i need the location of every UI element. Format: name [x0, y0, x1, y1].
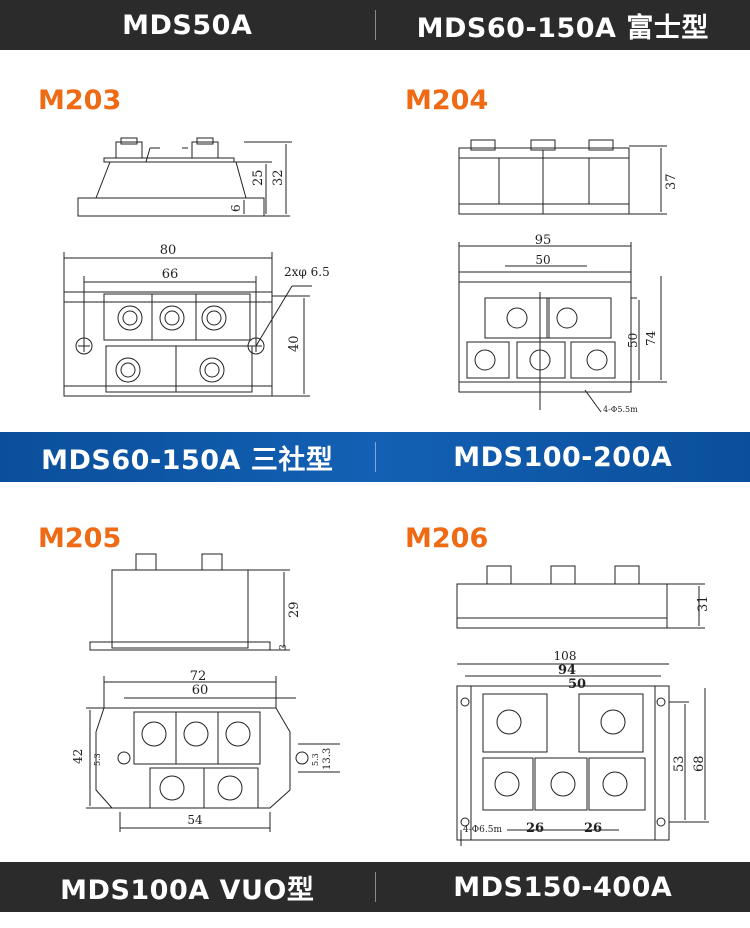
dim-m206-26a: 26: [526, 821, 544, 836]
header-label-mds100-200a: MDS100-200A: [453, 441, 673, 473]
dim-m206-50: 50: [568, 677, 586, 692]
dim-m205-5-3: 5.3: [93, 753, 102, 766]
dim-m205-42: 42: [71, 749, 85, 764]
dim-m206-53: 53: [672, 755, 687, 772]
dim-m203-66: 66: [162, 267, 179, 282]
header-divider: [374, 872, 376, 902]
header-label-mds60-150a-sansha: MDS60-150A 三社型: [41, 444, 334, 476]
dim-m205-29: 29: [287, 601, 302, 618]
dim-m205-5-3b: 5.3: [311, 753, 320, 766]
header-label-mds60-150a-fuji: MDS60-150A 富士型: [416, 12, 709, 44]
dim-m203-40: 40: [287, 335, 302, 352]
header-label-mds50a: MDS50A: [122, 9, 253, 41]
dim-m204-37: 37: [664, 173, 679, 190]
dim-m206-108: 108: [554, 649, 577, 663]
dim-m204-95: 95: [535, 233, 552, 248]
dim-m203-25: 25: [251, 169, 266, 186]
dim-m203-80: 80: [160, 243, 177, 258]
model-label-m204: M204: [405, 85, 489, 116]
dim-m204-50v: 50: [626, 333, 640, 348]
header-divider: [374, 442, 376, 472]
header-bar-bottom: MDS100A VUO型 MDS150-400A: [0, 862, 750, 912]
header-bar-middle: MDS60-150A 三社型 MDS100-200A: [0, 432, 750, 482]
dim-m203-32: 32: [271, 169, 286, 186]
m204-drawing: 37 95 50 50 74 4-Φ5.5m: [458, 139, 679, 414]
dim-m206-26b: 26: [584, 821, 602, 836]
dim-m206-31: 31: [696, 595, 711, 612]
dim-m206-hole: 4-Φ6.5m: [463, 825, 502, 835]
dim-m203-6: 6: [229, 204, 243, 212]
model-label-m205: M205: [38, 523, 122, 554]
dim-m205-72: 72: [190, 669, 207, 684]
m205-drawing: 29 3 72 60 42 5.3 5.3 13.3 54: [71, 553, 340, 832]
dim-m206-94: 94: [558, 663, 576, 678]
dim-m205-60: 60: [192, 683, 209, 698]
header-bar-top: MDS50A MDS60-150A 富士型: [0, 0, 750, 50]
model-label-m203: M203: [38, 85, 122, 116]
dim-m204-50: 50: [535, 253, 550, 267]
dim-m203-hole: 2xφ 6.5: [284, 265, 330, 279]
m206-drawing: 31 108 94 50 53 68 4-Φ6.5m 26 26: [456, 565, 711, 846]
dim-m205-3: 3: [279, 644, 289, 650]
model-label-m206: M206: [405, 523, 489, 554]
dim-m204-74: 74: [644, 330, 658, 346]
dim-m205-54: 54: [187, 813, 203, 827]
dim-m205-13-3: 13.3: [322, 748, 333, 770]
m203-drawing: 25 32 6 80 66 2xφ 6.5 40: [63, 137, 330, 397]
dim-m204-hole: 4-Φ5.5m: [603, 405, 638, 414]
header-label-mds150-400a: MDS150-400A: [453, 871, 673, 903]
header-divider: [374, 10, 376, 40]
dim-m206-68: 68: [692, 755, 707, 772]
header-label-mds100a-vuo: MDS100A VUO型: [60, 874, 315, 906]
